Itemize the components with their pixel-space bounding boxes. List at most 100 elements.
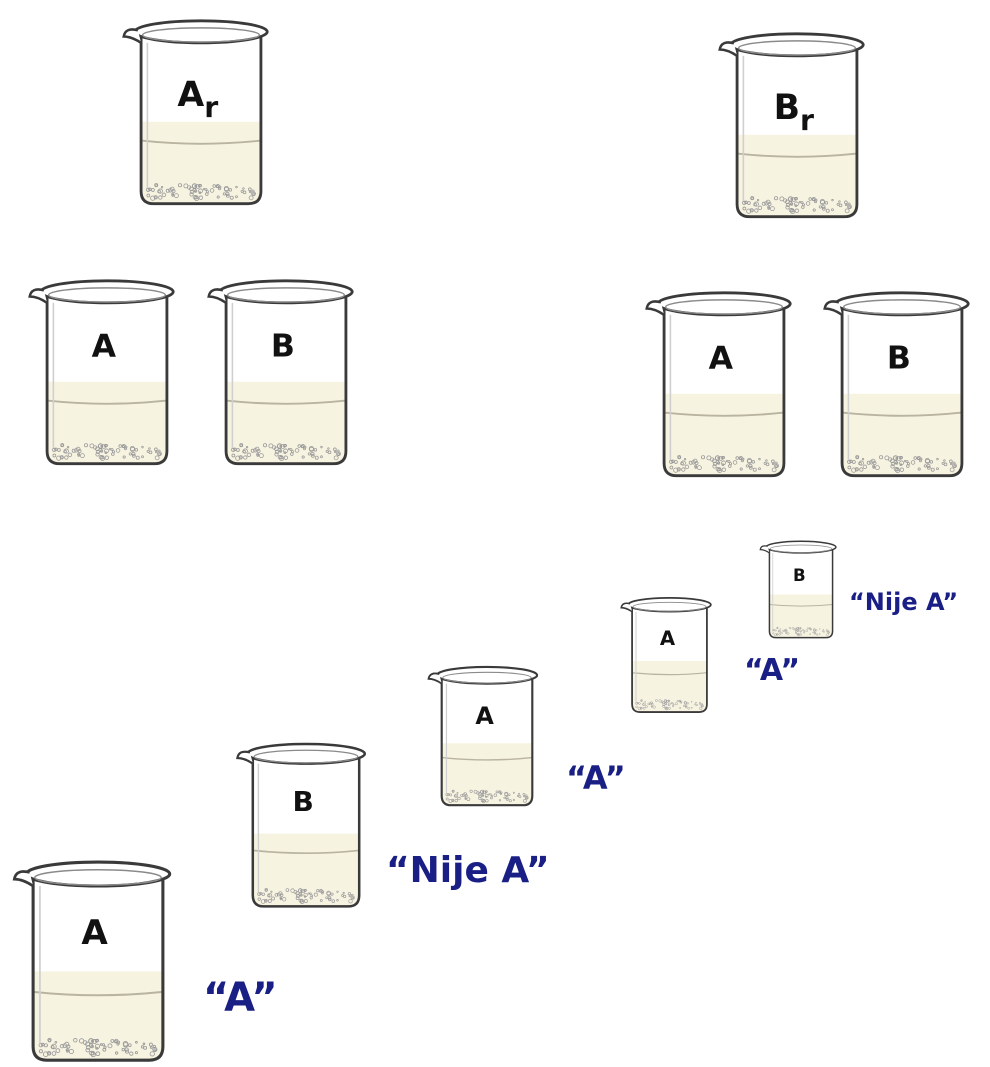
sediment-grain [154,450,158,454]
sediment-grain [518,792,520,795]
sediment-grain [814,198,818,202]
left-beaker-a: A [28,265,186,470]
sediment-grain [225,193,230,198]
sediment-grain [333,447,337,452]
sediment-grain [153,1048,157,1052]
sediment-grain [235,195,238,199]
sediment-grain [826,630,828,633]
sediment-grain [771,467,777,473]
beaker-graphic: B [207,279,354,466]
beaker-graphic: Ar [122,19,269,206]
sediment-grain [264,889,268,892]
sediment-grain [787,196,794,202]
sediment-grain [795,630,798,633]
beaker-graphic: B [236,742,367,908]
sediment-grain [189,189,195,195]
sediment-grain [847,204,852,210]
sediment-grain [899,456,903,460]
sediment-grain [752,467,757,472]
glass-rim-inner [141,27,261,43]
sediment-grain [38,1042,43,1048]
sediment-grain [327,447,330,450]
sediment-grain [198,188,203,194]
sediment-grain [279,896,283,900]
sediment-grain [337,452,341,456]
sediment-grain [858,460,864,466]
sediment-grain [127,1043,132,1047]
glass-rim-inner [842,299,962,315]
sediment-grain [807,627,809,630]
sediment-grain [943,462,948,467]
sediment-grain [721,460,726,466]
sediment-grain [782,629,785,632]
sediment-grain [111,452,115,456]
beaker-graphic: A [427,665,539,807]
sediment-grain [504,792,509,797]
sediment-grain [248,190,252,194]
sediment-grain [469,789,473,793]
glass-spout [759,545,770,554]
sediment-grain [680,460,686,466]
liquid-surface [841,411,963,417]
sediment-grain [732,460,738,465]
sediment-grain [913,456,917,460]
beaker-body [823,291,970,478]
sediment-grain [216,195,220,199]
sediment-grain [274,452,279,457]
sediment-grain [810,628,812,630]
sediment-grain [774,629,777,632]
sediment-grain [158,452,162,456]
sediment-grain [309,446,315,453]
sediment-grain [952,463,957,469]
sediment-grain [161,192,167,198]
sediment-grain [690,706,693,709]
sediment-grain [135,1040,138,1044]
sediment-grain [256,453,260,457]
sediment-grain [778,629,781,633]
sediment-grain [783,198,788,203]
sediment-grain [776,633,779,636]
sediment-grain [134,1051,138,1055]
sediment [772,626,830,637]
beaker-body [759,540,837,639]
sediment-grain [677,468,681,472]
sediment-grain [108,447,112,451]
sediment-grain [209,188,215,193]
sediment [52,443,162,461]
sediment-grain [892,455,899,461]
sediment-grain [336,899,339,902]
sediment-grain [77,453,81,457]
sediment-grain [771,462,775,466]
sediment-grain [505,796,509,800]
sediment-grain [518,795,522,798]
sediment-grain [130,446,136,453]
sediment-grain [257,892,261,896]
sediment-grain [115,448,121,453]
sediment-grain [149,1046,153,1049]
liquid-surface [632,672,707,676]
glass-spout [122,28,142,44]
sediment-grain [796,626,799,630]
sediment-grain [212,184,216,188]
sediment-grain [523,795,526,798]
sediment-grain [684,704,688,708]
beaker-label: A [660,627,676,650]
sediment-grain [60,456,64,460]
sediment-grain [680,700,683,703]
sediment-grain [124,1047,129,1052]
sediment-grain [278,891,283,896]
sediment-grain [47,1052,51,1056]
sediment-grain [154,196,158,200]
sediment [742,196,852,214]
sediment-grain [98,455,104,460]
sediment-grain [798,200,802,204]
sediment-grain [741,457,745,461]
sediment-grain [131,451,136,456]
sediment-grain [785,202,791,208]
sediment-grain [82,1040,88,1045]
liquid-surface [33,990,163,997]
sediment-grain [751,460,756,464]
sediment-grain [95,452,100,457]
sediment-grain [264,899,268,903]
sediment-grain [310,451,315,456]
